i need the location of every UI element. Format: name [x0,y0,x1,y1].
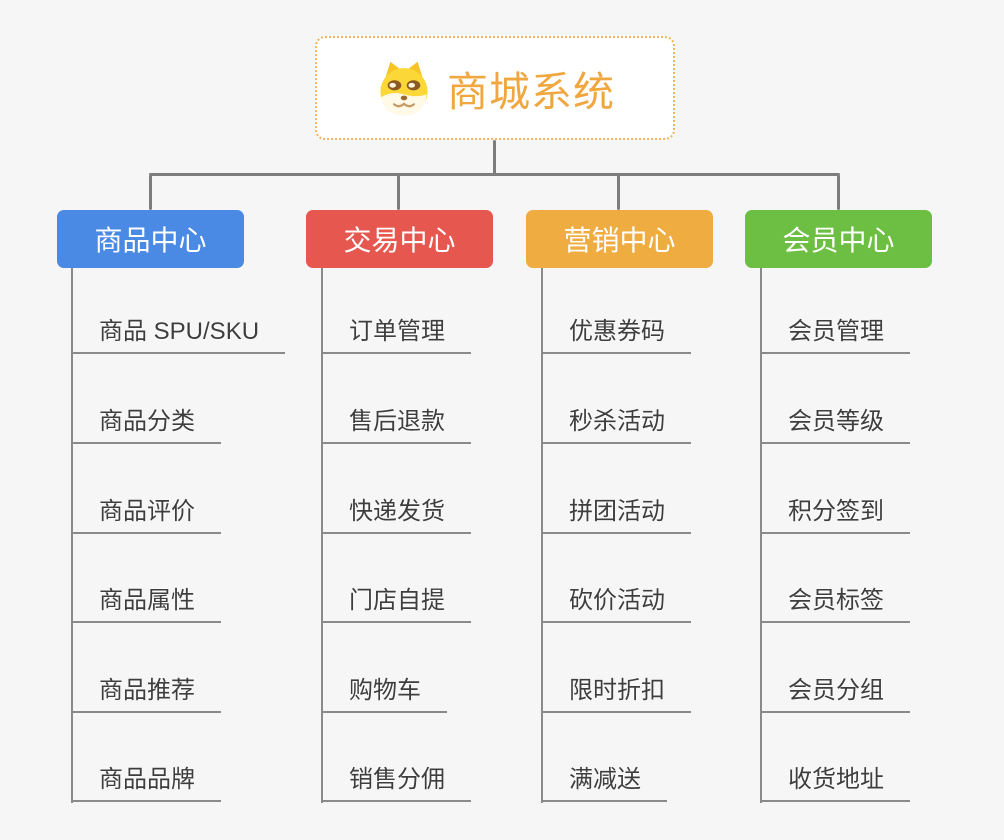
connector-root-trunk [493,140,496,176]
leaf-topic[interactable]: 销售分佣 [321,766,471,802]
leaf-topic[interactable]: 快递发货 [321,498,471,534]
leaf-topic[interactable]: 订单管理 [321,318,471,354]
branch-marketing-center[interactable]: 营销中心 [526,210,713,268]
connector-drop-trade [397,175,400,210]
branch-product-center[interactable]: 商品中心 [57,210,244,268]
dog-face-icon [375,59,433,117]
leaf-topic[interactable]: 商品属性 [71,587,221,623]
leaf-topic[interactable]: 会员标签 [760,587,910,623]
leaf-topic[interactable]: 收货地址 [760,766,910,802]
branch-trade-center[interactable]: 交易中心 [306,210,493,268]
leaf-topic[interactable]: 拼团活动 [541,498,691,534]
leaf-topic[interactable]: 商品评价 [71,498,221,534]
leaf-topic[interactable]: 会员等级 [760,408,910,444]
connector-rail [149,173,840,176]
column-trunk-product [71,268,73,803]
leaf-topic[interactable]: 门店自提 [321,587,471,623]
leaf-topic[interactable]: 秒杀活动 [541,408,691,444]
leaf-topic[interactable]: 购物车 [321,677,447,713]
leaf-topic[interactable]: 满减送 [541,766,667,802]
leaf-topic[interactable]: 商品品牌 [71,766,221,802]
leaf-topic[interactable]: 砍价活动 [541,587,691,623]
root-node[interactable]: 商城系统 [315,36,675,140]
leaf-topic[interactable]: 商品分类 [71,408,221,444]
branch-member-center[interactable]: 会员中心 [745,210,932,268]
column-trunk-marketing [541,268,543,803]
leaf-topic[interactable]: 商品推荐 [71,677,221,713]
leaf-topic[interactable]: 会员分组 [760,677,910,713]
leaf-topic[interactable]: 优惠券码 [541,318,691,354]
leaf-topic[interactable]: 商品 SPU/SKU [71,318,286,354]
leaf-topic[interactable]: 限时折扣 [541,677,691,713]
leaf-topic[interactable]: 积分签到 [760,498,910,534]
column-trunk-member [760,268,762,803]
connector-drop-marketing [617,175,620,210]
column-trunk-trade [321,268,323,803]
leaf-topic[interactable]: 会员管理 [760,318,910,354]
connector-drop-product [149,175,152,210]
root-title: 商城系统 [447,69,615,115]
leaf-topic[interactable]: 售后退款 [321,408,471,444]
connector-drop-member [837,175,840,210]
